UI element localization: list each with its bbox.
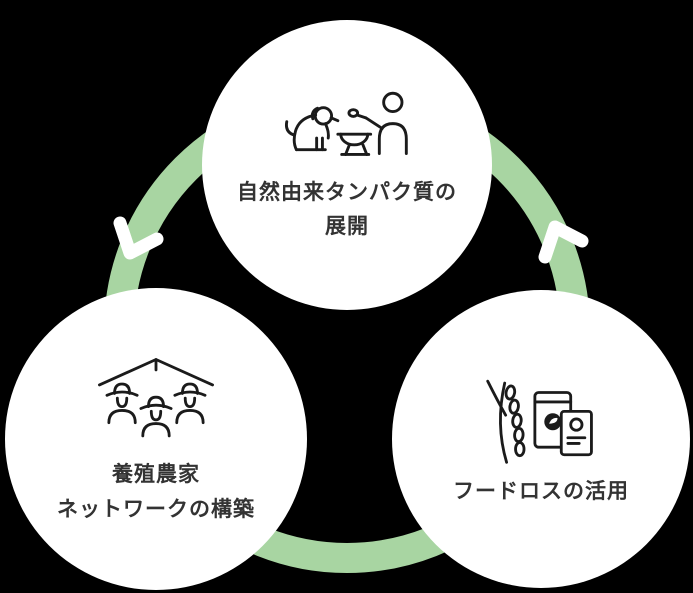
person-feeding-dog-icon bbox=[284, 91, 408, 156]
label-line: 展開 bbox=[325, 215, 369, 238]
node-label-natural-protein: 自然由来タンパク質の 展開 bbox=[237, 176, 457, 244]
label-line: 養殖農家 bbox=[112, 463, 200, 487]
node-natural-protein: 自然由来タンパク質の 展開 bbox=[202, 20, 492, 310]
label-line: 自然由来タンパク質の bbox=[237, 180, 457, 204]
food-loss-icon bbox=[486, 380, 593, 465]
node-farmers-network: 養殖農家 ネットワークの構築 bbox=[5, 288, 307, 590]
arrow-right-icon bbox=[538, 220, 589, 264]
node-food-loss: フードロスの活用 bbox=[392, 290, 690, 588]
arrow-left-icon bbox=[113, 216, 164, 260]
node-label-food-loss: フードロスの活用 bbox=[453, 475, 629, 509]
label-line: フードロスの活用 bbox=[453, 480, 629, 504]
farmers-network-icon bbox=[98, 358, 214, 438]
label-line: ネットワークの構築 bbox=[57, 497, 255, 521]
node-label-farmers-network: 養殖農家 ネットワークの構築 bbox=[57, 458, 255, 526]
